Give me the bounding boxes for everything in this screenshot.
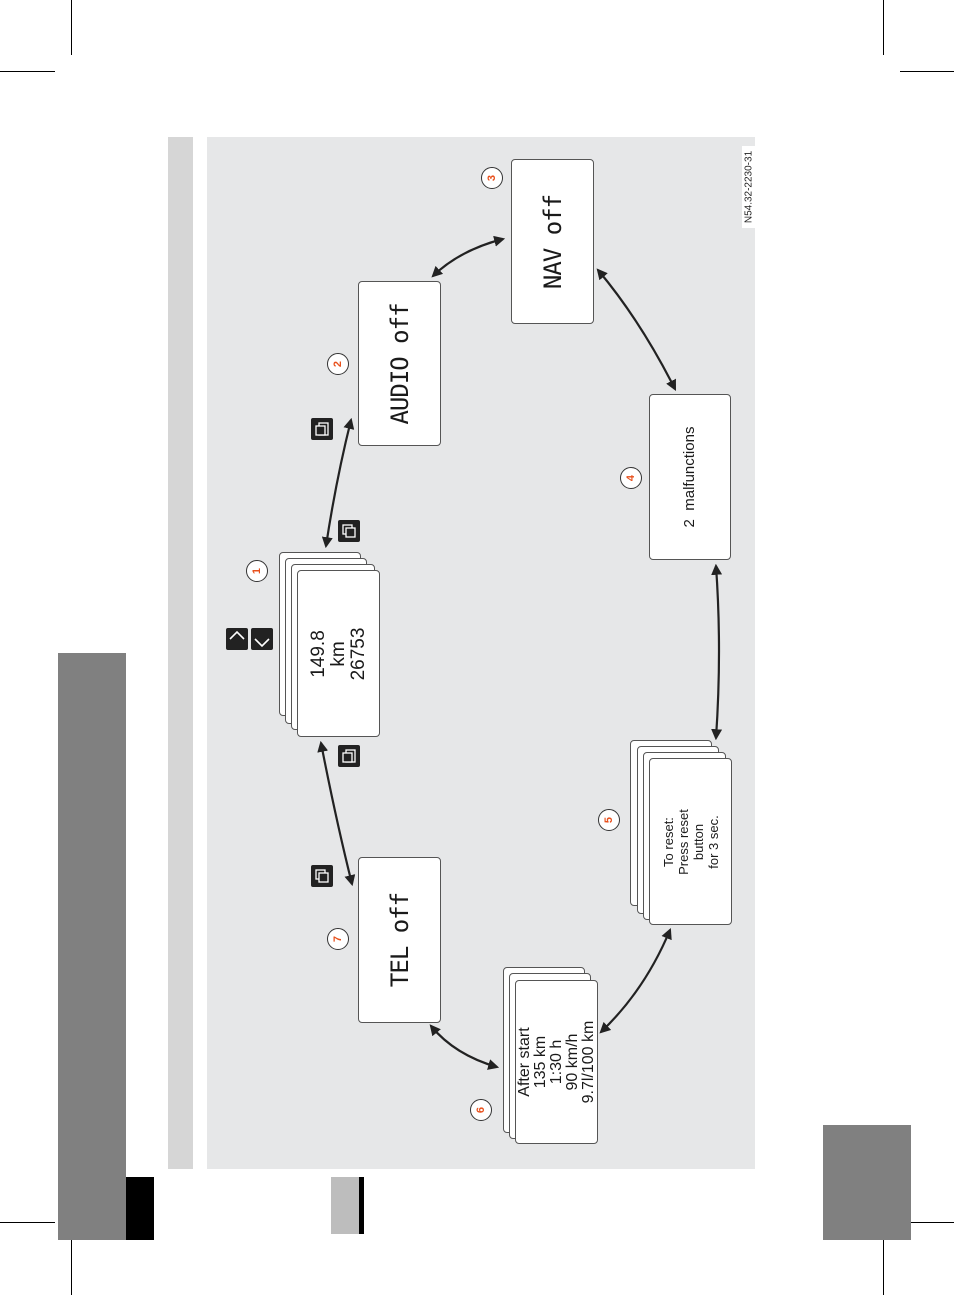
screen-5-reset-message: To reset: Press reset button for 3 sec. <box>649 758 732 925</box>
screen-3-text: NAV off <box>539 194 567 288</box>
callout-7-number: 7 <box>332 936 344 942</box>
trip-average-speed: 90 km/h <box>565 1021 581 1104</box>
trip-distance: 149.8 <box>309 627 329 680</box>
arrow-3-4 <box>598 270 675 389</box>
page-down-button-icon <box>311 865 333 887</box>
trip-fuel-consumption: 9.7l/100 km <box>581 1021 597 1104</box>
reset-line-1: To reset: <box>661 809 676 875</box>
screen-2-text: AUDIO off <box>386 303 414 424</box>
reset-line-2: Press reset <box>676 809 691 875</box>
screen-1-text: 149.8 km 26753 <box>309 627 369 680</box>
page-down-button-icon <box>338 520 360 542</box>
callout-5: 5 <box>598 809 620 831</box>
trip-distance-since-start: 135 km <box>533 1021 549 1104</box>
page-up-button-icon <box>338 745 360 767</box>
callout-2: 2 <box>327 353 349 375</box>
screen-3-nav: NAV off <box>511 159 594 324</box>
screen-6-text: After start 135 km 1:30 h 90 km/h 9.7l/1… <box>517 1021 597 1104</box>
screen-6-trip-computer: After start 135 km 1:30 h 90 km/h 9.7l/1… <box>515 980 598 1144</box>
page-up-button-icon <box>311 418 333 440</box>
callout-7: 7 <box>327 928 349 950</box>
trip-duration: 1:30 h <box>549 1021 565 1104</box>
screen-7-tel: TEL off <box>358 857 441 1023</box>
callout-4-number: 4 <box>625 475 637 481</box>
screen-5-text: To reset: Press reset button for 3 sec. <box>661 809 721 875</box>
trip-after-start: After start <box>517 1021 533 1104</box>
callout-1: 1 <box>246 560 268 582</box>
callout-5-number: 5 <box>603 817 615 823</box>
callout-6-number: 6 <box>475 1107 487 1113</box>
arrow-2-3 <box>433 239 503 276</box>
callout-6: 6 <box>470 1099 492 1121</box>
arrow-6-7 <box>431 1026 497 1067</box>
callout-3-number: 3 <box>486 175 498 181</box>
arrow-5-6 <box>601 930 670 1032</box>
callout-3: 3 <box>481 167 503 189</box>
screen-7-text: TEL off <box>386 893 414 987</box>
trip-unit: km <box>329 627 349 680</box>
callout-4: 4 <box>620 467 642 489</box>
screen-4-text: 2 malfunctions <box>682 427 698 528</box>
screen-1-trip-odometer: 149.8 km 26753 <box>297 570 380 737</box>
arrow-left-button-icon <box>226 628 248 650</box>
callout-2-number: 2 <box>332 361 344 367</box>
arrow-right-button-icon <box>251 628 273 650</box>
reset-line-3: button <box>691 809 706 875</box>
screen-4-malfunctions: 2 malfunctions <box>649 394 731 560</box>
odometer-value: 26753 <box>349 627 369 680</box>
arrow-4-5 <box>716 566 719 738</box>
screen-2-audio: AUDIO off <box>358 281 441 446</box>
reset-line-4: for 3 sec. <box>706 809 721 875</box>
callout-1-number: 1 <box>251 568 263 574</box>
